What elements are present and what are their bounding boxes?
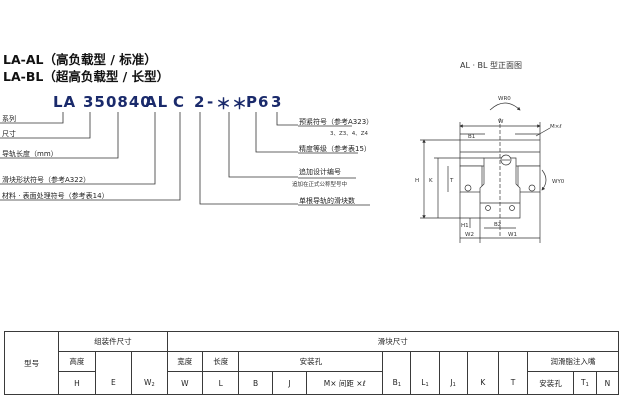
header-empty-t xyxy=(497,351,529,372)
diagram-label-wro: WR0 xyxy=(498,96,511,102)
diagram-label-b2: B2 xyxy=(494,222,501,228)
label-accuracy: 精度等级（参考表15） xyxy=(299,145,371,153)
diagram-label-h: H xyxy=(415,178,419,184)
col-b1: B1 xyxy=(382,371,412,395)
diagram-label-w1: W1 xyxy=(508,232,517,238)
col-w2: W2 xyxy=(131,371,168,395)
col-m: M× 间距 ×ℓ xyxy=(306,371,384,395)
col-b: B xyxy=(238,371,273,395)
label-material: 材料 · 表面处理符号（参考表14） xyxy=(2,192,109,200)
label-blocks-per-rail: 单根导轨的滑块数 xyxy=(299,197,355,205)
code-blocks-count: 2 xyxy=(194,93,206,111)
diagram-label-w: W xyxy=(498,119,504,125)
label-block-type: 滑块形状符号（参考A322） xyxy=(2,176,91,184)
code-accuracy: P6 xyxy=(246,93,270,111)
label-series: 系列 xyxy=(2,115,16,123)
col-t1: T1 xyxy=(572,371,597,395)
header-empty-j1 xyxy=(438,351,468,372)
col-k: K xyxy=(466,371,499,395)
header-empty-b1 xyxy=(382,351,412,372)
header-width: 宽度 xyxy=(166,351,203,372)
diagram-label-m-l: M×ℓ xyxy=(550,124,562,130)
header-grease: 润滑脂注入嘴 xyxy=(527,351,619,372)
header-height: 高度 xyxy=(58,351,96,372)
label-size: 尺寸 xyxy=(2,130,16,138)
code-design: ＊＊ xyxy=(216,95,249,113)
header-mount-hole: 安装孔 xyxy=(238,351,384,372)
diagram-label-h1: H1 xyxy=(461,223,469,229)
code-dash: - xyxy=(207,93,215,111)
code-preload: 3 xyxy=(271,93,283,111)
col-t: T xyxy=(497,371,529,395)
diagram-label-w2: W2 xyxy=(465,232,474,238)
label-preload: 预紧符号（参考A323） xyxy=(299,118,374,126)
header-empty-k xyxy=(466,351,499,372)
diagram-label-b1: B1 xyxy=(468,134,475,140)
col-n: N xyxy=(595,371,620,395)
code-length: 0840 xyxy=(106,93,152,111)
diagram-title: AL · BL 型正面图 xyxy=(460,61,523,70)
header-length: 长度 xyxy=(201,351,240,372)
col-l: L xyxy=(201,371,240,395)
label-preload-note: 3、Z3、4、Z4 xyxy=(330,131,369,137)
title-line-2: LA-BL（超高负载型 / 长型） xyxy=(3,69,170,84)
code-size: 35 xyxy=(83,93,106,111)
col-j: J xyxy=(271,371,308,395)
header-model: 型号 xyxy=(3,331,60,395)
code-material: C xyxy=(173,93,186,111)
leader-lines xyxy=(0,112,370,206)
header-empty-l1 xyxy=(410,351,440,372)
col-grease-hole: 安装孔 xyxy=(527,371,574,395)
diagram-label-t: T xyxy=(449,178,454,184)
diagram-label-k: K xyxy=(429,178,433,184)
col-h: H xyxy=(58,371,96,395)
header-empty-w2 xyxy=(131,351,168,372)
code-block-type: AL xyxy=(145,93,169,111)
header-block: 滑块尺寸 xyxy=(166,331,620,352)
spec-table: 型号 组装件尺寸 滑块尺寸 高度 宽度 长度 安装孔 润滑脂注入嘴 H E W2… xyxy=(3,331,620,395)
col-w: W xyxy=(166,371,203,395)
title-line-1: LA-AL（高负载型 / 标准） xyxy=(3,52,157,67)
label-rail-length: 导轨长度（mm） xyxy=(2,150,58,158)
header-empty-e xyxy=(94,351,133,372)
header-assembly: 组装件尺寸 xyxy=(58,331,168,352)
label-design-no-note: 追加在正式公称型号中 xyxy=(292,182,348,188)
diagram-label-wyo: WY0 xyxy=(552,179,565,185)
code-series: LA xyxy=(53,93,77,111)
col-e: E xyxy=(94,371,133,395)
col-l1: L1 xyxy=(410,371,440,395)
front-view-diagram: WR0 W B1 M×ℓ H K T WY0 B2 H1 W2 W1 xyxy=(415,96,565,243)
col-j1: J1 xyxy=(438,371,468,395)
label-design-no: 追加设计编号 xyxy=(299,168,341,176)
